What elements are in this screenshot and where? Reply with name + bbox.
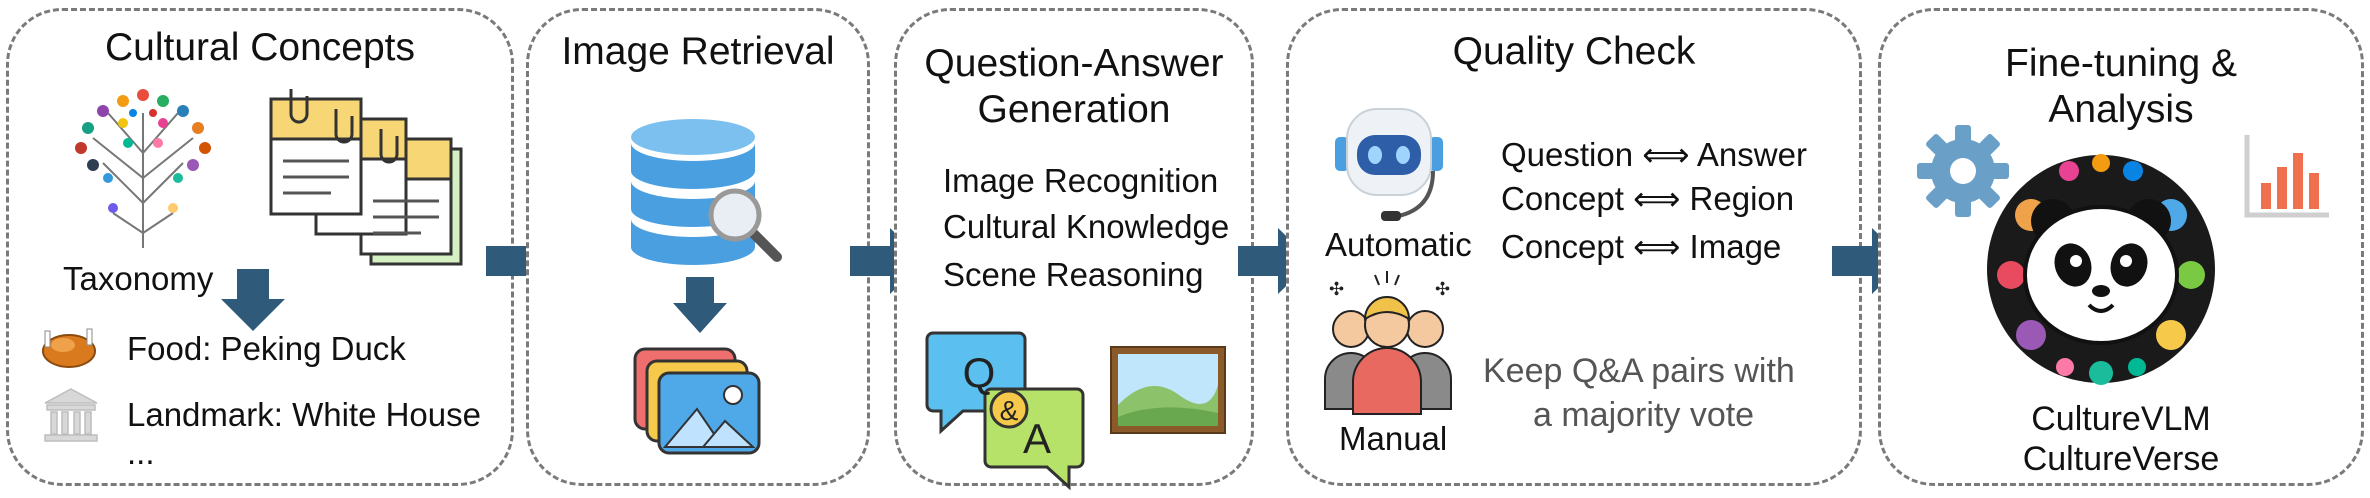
arrow-down-icon xyxy=(221,269,285,331)
documents-icon xyxy=(269,89,463,266)
taxonomy-label: Taxonomy xyxy=(63,260,214,297)
panel-title-line2: Generation xyxy=(977,88,1171,131)
panel-title: Image Retrieval xyxy=(561,30,835,73)
qa-bubbles-icon: Q A & xyxy=(925,331,1085,491)
concept-item-more: ... xyxy=(127,434,155,471)
manual-label: Manual xyxy=(1339,420,1448,457)
ampersand-letter: & xyxy=(1000,395,1019,426)
people-icon: ✣ ✣ xyxy=(1324,271,1452,415)
landscape-icon xyxy=(1110,346,1226,434)
check-concept-region: Concept ⟺ Region xyxy=(1501,180,1795,217)
magnifier-icon xyxy=(708,188,782,262)
check-question-answer: Question ⟺ Answer xyxy=(1501,136,1807,173)
qa-type-recognition: Image Recognition xyxy=(943,162,1219,199)
panel-title-line2: Analysis xyxy=(2048,88,2194,131)
concept-item-food: Food: Peking Duck xyxy=(127,330,406,367)
bar-chart-icon xyxy=(2244,135,2329,218)
model-name: CultureVLM xyxy=(2031,400,2211,438)
automatic-label: Automatic xyxy=(1325,226,1472,263)
tree-icon xyxy=(75,89,211,248)
majority-vote-note-line2: a majority vote xyxy=(1533,396,1755,434)
qa-type-knowledge: Cultural Knowledge xyxy=(943,208,1230,245)
check-concept-image: Concept ⟺ Image xyxy=(1501,228,1782,265)
majority-vote-note-line1: Keep Q&A pairs with xyxy=(1483,352,1795,390)
qa-type-reasoning: Scene Reasoning xyxy=(943,256,1204,293)
qa-generation-panel: Question-Answer Generation Image Recogni… xyxy=(894,8,1254,491)
svg-text:✣: ✣ xyxy=(1435,279,1450,299)
cultural-concepts-panel: Cultural Concepts xyxy=(6,8,514,486)
question-letter: Q xyxy=(963,349,996,396)
gear-icon xyxy=(1917,125,2009,217)
panel-title-line1: Fine-tuning & xyxy=(2005,42,2237,85)
panel-title: Quality Check xyxy=(1452,30,1696,73)
panel-title: Cultural Concepts xyxy=(105,26,415,69)
answer-letter: A xyxy=(1023,415,1051,462)
images-icon xyxy=(633,347,761,455)
finetuning-analysis-panel: Fine-tuning & Analysis xyxy=(1878,8,2364,486)
panda-icon xyxy=(1987,154,2215,385)
dataset-name: CultureVerse xyxy=(2022,440,2220,478)
panel-title-line1: Question-Answer xyxy=(924,42,1224,85)
concept-item-landmark: Landmark: White House xyxy=(127,396,481,433)
landmark-icon xyxy=(44,388,98,442)
quality-check-panel: Quality Check Automatic Question ⟺ Answe… xyxy=(1286,8,1862,486)
arrow-down-icon xyxy=(673,277,727,333)
duck-icon xyxy=(42,328,96,368)
robot-icon xyxy=(1335,108,1443,221)
image-retrieval-panel: Image Retrieval xyxy=(526,8,870,486)
svg-text:✣: ✣ xyxy=(1329,279,1344,299)
